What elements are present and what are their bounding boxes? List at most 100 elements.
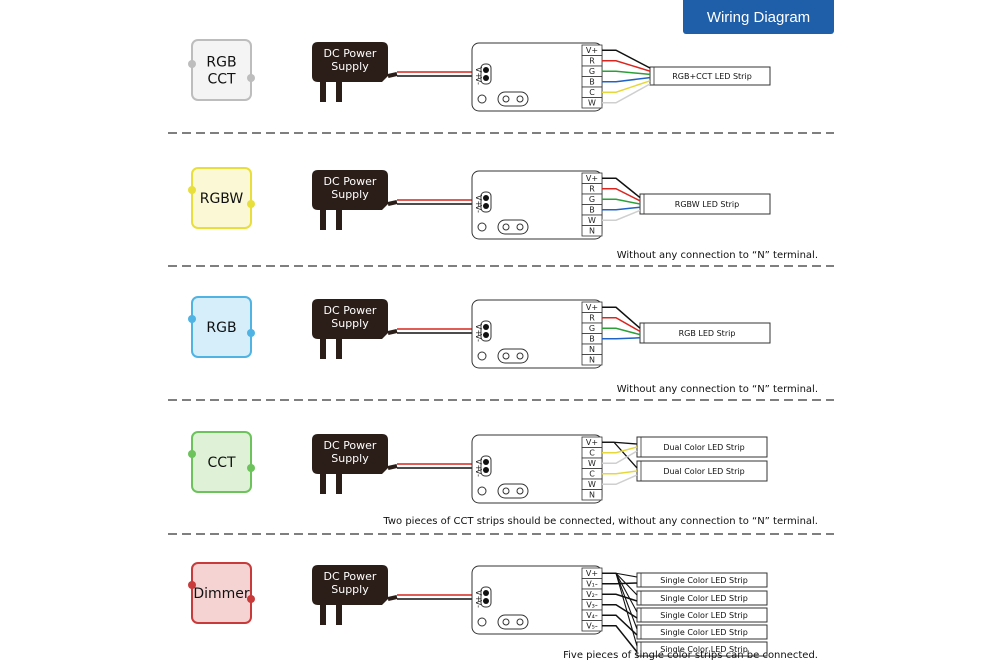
output-terminal-label: G <box>589 67 595 76</box>
output-terminal-label: R <box>589 314 595 323</box>
controller-input-label: V+ <box>474 324 483 336</box>
output-terminal-label: V+ <box>586 46 598 55</box>
section-note: Two pieces of CCT strips should be conne… <box>382 516 818 527</box>
wire <box>602 470 638 475</box>
output-terminal-label: V+ <box>586 438 598 447</box>
power-supply-label: Supply <box>331 317 369 330</box>
wire <box>602 450 638 464</box>
led-strip <box>636 641 768 657</box>
terminal-screw <box>483 467 489 473</box>
power-supply-label: Supply <box>331 60 369 73</box>
wire <box>602 83 651 104</box>
mounting-hole <box>516 95 524 103</box>
wire <box>602 441 638 469</box>
mounting-hole <box>516 487 524 495</box>
power-supply-label: DC Power <box>324 304 377 317</box>
output-terminal-label: N <box>589 227 595 236</box>
mounting-slot <box>497 219 529 235</box>
led-strip-label: RGB LED Strip <box>679 329 736 338</box>
controller-input-label: V+ <box>474 459 483 471</box>
mode-label: RGB <box>206 320 236 336</box>
mounting-hole <box>516 223 524 231</box>
mode-dot-left <box>188 186 196 194</box>
output-terminal-label: B <box>589 206 595 215</box>
mode-dot-right <box>247 595 255 603</box>
terminal-screw <box>483 195 489 201</box>
mode-dot-right <box>247 329 255 337</box>
terminal-screw <box>483 459 489 465</box>
output-terminal-label: V+ <box>586 569 598 578</box>
power-cable <box>387 329 398 335</box>
wire <box>602 593 638 602</box>
mounting-hole <box>502 352 510 360</box>
mounting-hole <box>477 94 487 104</box>
mounting-hole <box>477 486 487 496</box>
mounting-hole <box>477 617 487 627</box>
mounting-hole <box>502 487 510 495</box>
wire <box>602 76 651 83</box>
output-terminal-label: N <box>589 491 595 500</box>
controller-input-label: V+ <box>474 590 483 602</box>
mode-dot-right <box>247 464 255 472</box>
output-terminal-label: B <box>589 335 595 344</box>
output-terminal-label: G <box>589 324 595 333</box>
output-terminal-label: V₁- <box>586 580 598 589</box>
output-terminal <box>581 489 603 501</box>
section-note: Without any connection to “N” terminal. <box>617 384 818 395</box>
power-supply-body <box>312 299 388 339</box>
power-supply-label: Supply <box>331 452 369 465</box>
wire <box>602 206 641 211</box>
mode-box <box>191 431 252 493</box>
wire <box>602 188 641 202</box>
wire <box>602 474 638 485</box>
wire <box>602 49 651 69</box>
wire <box>602 177 641 199</box>
output-terminal-label: G <box>589 195 595 204</box>
power-plug-prong <box>320 605 326 625</box>
wire <box>602 306 641 329</box>
led-strip <box>636 624 768 640</box>
mounting-slot <box>497 614 529 630</box>
output-terminal-label: N <box>589 356 595 365</box>
controller-input-label: V- <box>474 600 483 608</box>
wire <box>602 625 638 653</box>
power-supply-label: Supply <box>331 583 369 596</box>
wire <box>602 70 651 76</box>
mode-box <box>191 562 252 624</box>
power-cable <box>387 464 398 470</box>
output-terminal-label: R <box>589 57 595 66</box>
output-terminal-label: C <box>589 449 595 458</box>
mode-dot-right <box>247 74 255 82</box>
mode-dot-right <box>247 200 255 208</box>
section-note: Without any connection to “N” terminal. <box>617 250 818 261</box>
output-terminal-label: N <box>589 345 595 354</box>
led-strip-label: Single Color LED Strip <box>660 628 748 637</box>
wire <box>602 446 638 454</box>
output-terminal <box>581 225 603 237</box>
led-strip-label: Single Color LED Strip <box>660 645 748 654</box>
power-supply-label: DC Power <box>324 175 377 188</box>
terminal-screw <box>483 590 489 596</box>
mounting-hole <box>516 352 524 360</box>
power-plug-prong <box>320 210 326 230</box>
led-strip <box>649 66 771 86</box>
output-terminal-label: W <box>588 216 596 225</box>
mounting-hole <box>477 351 487 361</box>
power-plug-prong <box>320 82 326 102</box>
mounting-slot <box>497 348 529 364</box>
terminal-screw <box>483 598 489 604</box>
controller-input-label: V+ <box>474 195 483 207</box>
power-plug-prong <box>336 82 342 102</box>
power-supply-label: Supply <box>331 188 369 201</box>
output-terminal-label: R <box>589 185 595 194</box>
power-plug-prong <box>336 605 342 625</box>
output-terminal <box>581 354 603 366</box>
power-plug-prong <box>336 474 342 494</box>
power-cable <box>387 72 398 78</box>
power-supply-body <box>312 434 388 474</box>
